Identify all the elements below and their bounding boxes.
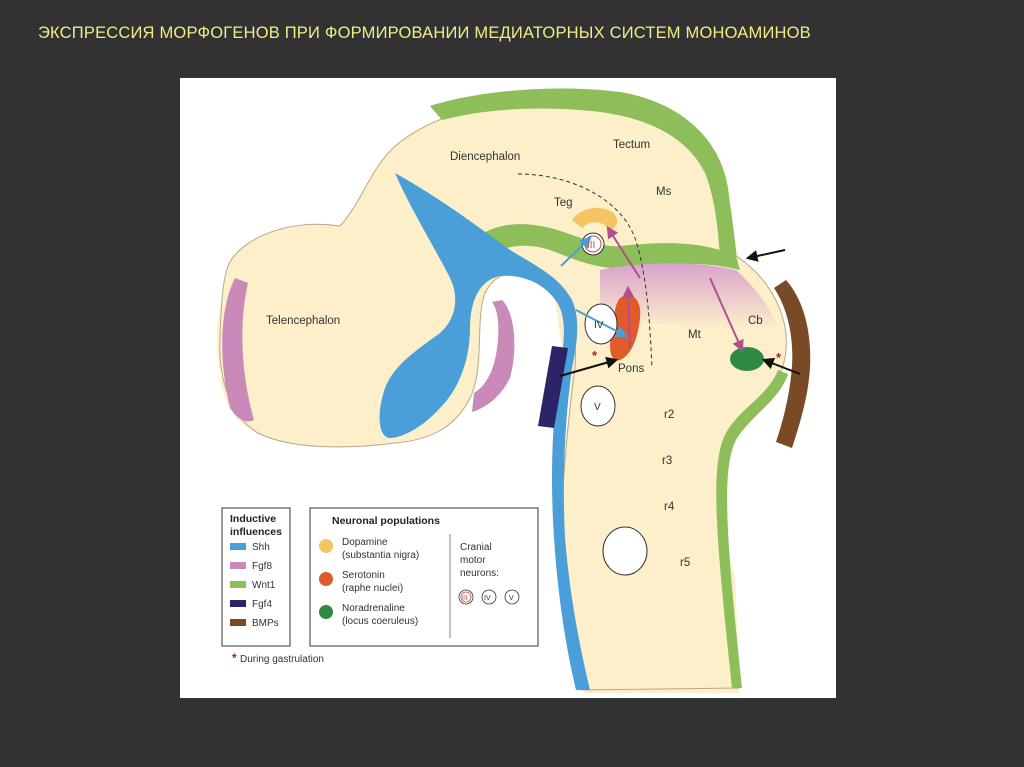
- cranial-v-circle: [504, 589, 520, 605]
- diagram-figure: * * Diencephalon Tectum Ms Teg Telenceph…: [180, 78, 836, 698]
- legend-inductive-title-1: Inductive: [230, 513, 276, 525]
- star-fgf4: *: [592, 348, 598, 363]
- shh-arrow-dopamine: [560, 236, 592, 267]
- shh-arrow-serotonin: [575, 309, 629, 338]
- fgf8-loop: [472, 300, 515, 412]
- legend-swatch-noradrenaline: [319, 605, 333, 619]
- cranial-iv-label: IV: [484, 595, 491, 602]
- label-mt: Mt: [688, 329, 702, 341]
- cranial-label-2: motor: [460, 555, 486, 566]
- fgf8-telencephalon: [222, 278, 254, 422]
- isthmus-arrow: [745, 249, 786, 262]
- label-r5: r5: [680, 557, 690, 569]
- cranial-label-1: Cranial: [460, 542, 492, 553]
- legend-swatch-dopamine: [319, 539, 333, 553]
- legend-label-shh: Shh: [252, 542, 270, 553]
- fgf4-bar: [538, 346, 568, 428]
- legend-sublabel-serotonin: (raphe nuclei): [342, 583, 403, 594]
- noradrenaline-population: [730, 347, 764, 371]
- label-r2: r2: [664, 409, 674, 421]
- footnote-star: *: [232, 651, 237, 665]
- brain-diagram: * * Diencephalon Tectum Ms Teg Telenceph…: [216, 88, 811, 693]
- legend-label-wnt1: Wnt1: [252, 580, 276, 591]
- dopamine-population: [572, 207, 618, 230]
- fgf8-arrow-noradrenaline: [709, 277, 744, 353]
- legend-sublabel-noradrenaline: (locus coeruleus): [342, 616, 418, 627]
- fgf4-arrow-serotonin: [559, 356, 619, 377]
- cranial-v-label: V: [509, 595, 514, 602]
- legend-inductive-title-2: influences: [230, 526, 282, 538]
- footnote-text: During gastrulation: [240, 654, 324, 665]
- legend-swatch-serotonin: [319, 572, 333, 586]
- label-tectum: Tectum: [613, 139, 650, 151]
- legend-label-serotonin: Serotonin: [342, 570, 385, 581]
- label-nucleus-iii: III: [587, 240, 595, 251]
- shh-floor-plate: [379, 173, 590, 690]
- cranial-label-3: neurons:: [460, 568, 499, 579]
- slide-title: ЭКСПРЕССИЯ МОРФОГЕНОВ ПРИ ФОРМИРОВАНИИ М…: [38, 24, 811, 42]
- label-r3: r3: [662, 455, 672, 467]
- label-pons: Pons: [618, 363, 644, 375]
- legend-sublabel-dopamine: (substantia nigra): [342, 550, 419, 561]
- label-cb: Cb: [748, 315, 763, 327]
- wnt1-band-dorsal: [430, 88, 736, 258]
- legend-label-dopamine: Dopamine: [342, 537, 388, 548]
- label-nucleus-iv: IV: [594, 320, 604, 331]
- legend-swatch-bmps: [230, 619, 246, 626]
- rhombomere-circle: [602, 526, 648, 576]
- label-telencephalon: Telencephalon: [266, 315, 340, 327]
- label-diencephalon: Diencephalon: [450, 151, 520, 163]
- fgf8-arrow-dopamine: [606, 225, 641, 279]
- legend-label-fgf4: Fgf4: [252, 599, 272, 610]
- star-bmp: *: [776, 350, 782, 365]
- legend-swatch-fgf8: [230, 562, 246, 569]
- legend-neuronal: Neuronal populations Dopamine (substantia…: [309, 507, 539, 647]
- legend-swatch-fgf4: [230, 600, 246, 607]
- bmp-arrow-noradrenaline: [761, 357, 801, 375]
- legend-swatch-shh: [230, 543, 246, 550]
- label-nucleus-v: V: [594, 402, 601, 413]
- legend-neuronal-title: Neuronal populations: [332, 515, 440, 527]
- fgf8-arrow-serotonin: [622, 285, 635, 349]
- bmp-bar: [774, 280, 811, 448]
- cranial-iii-label: III: [462, 595, 468, 602]
- legend-swatch-wnt1: [230, 581, 246, 588]
- label-r4: r4: [664, 501, 675, 513]
- legend-label-fgf8: Fgf8: [252, 561, 272, 572]
- cranial-iv-circle: [481, 589, 497, 605]
- nucleus-v-circle: [580, 385, 616, 427]
- legend-label-bmps: BMPs: [252, 618, 279, 629]
- cranial-iii-inner: [460, 591, 472, 603]
- legend-label-noradrenaline: Noradrenaline: [342, 603, 405, 614]
- dashed-boundary: [517, 173, 653, 369]
- label-ms: Ms: [656, 186, 672, 198]
- label-teg: Teg: [554, 197, 573, 209]
